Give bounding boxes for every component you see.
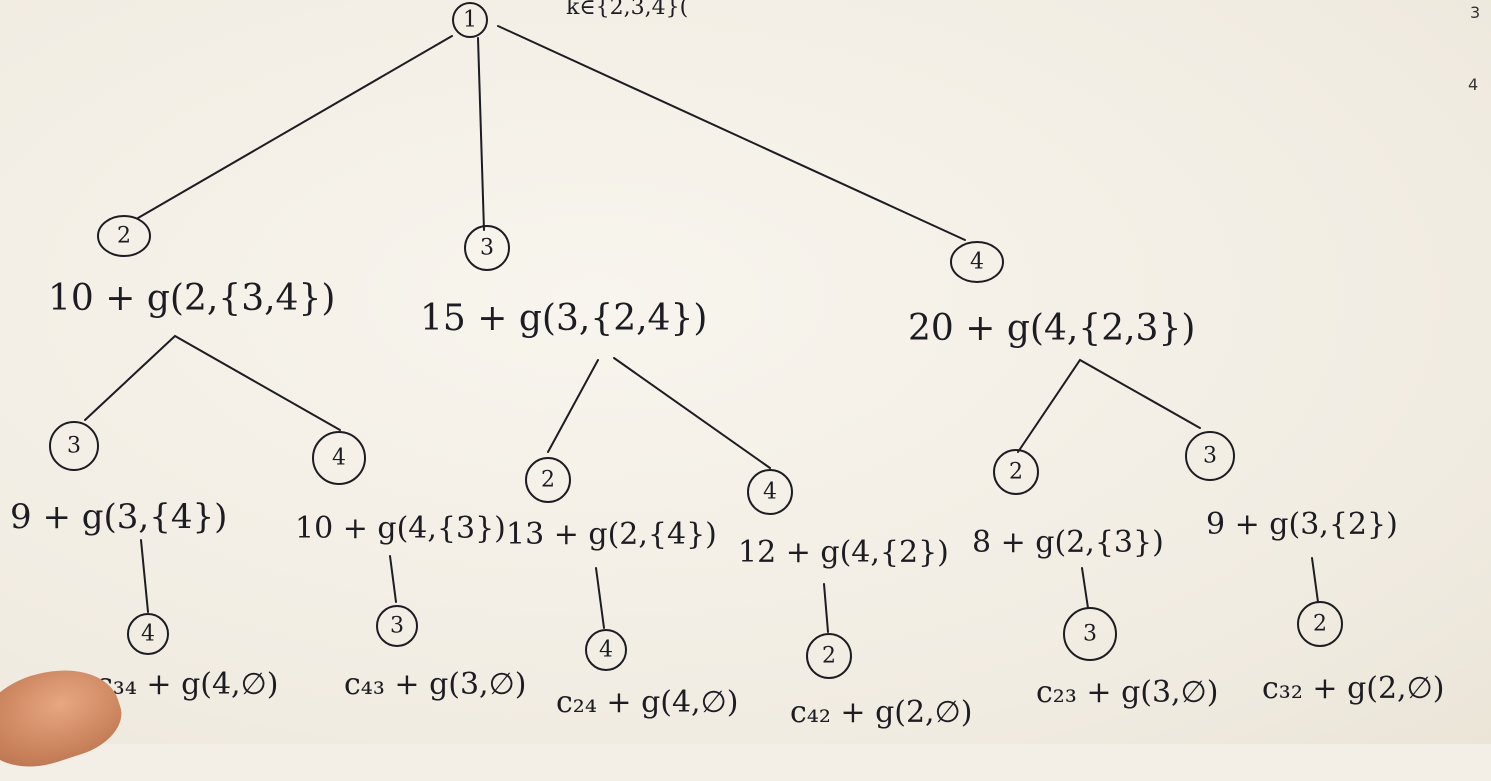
level1-node-4: 4 — [950, 241, 1004, 283]
level1-expr-2: 10 + g(2,{3,4}) — [48, 278, 335, 319]
edge-l2-5 — [1311, 557, 1319, 603]
level3-node-4: 3 — [1063, 607, 1117, 661]
edge-l2-4 — [1081, 567, 1089, 609]
edge-2-to-children — [84, 334, 341, 431]
level3-node-1: 3 — [376, 605, 418, 647]
svg-text:4: 4 — [332, 446, 346, 471]
svg-text:4: 4 — [763, 480, 777, 505]
level3-expr-4: c₂₃ + g(3,∅) — [1036, 675, 1218, 710]
edge-l2-2 — [595, 567, 605, 629]
root-note: k∈{2,3,4}( — [566, 0, 688, 20]
level2-expr-4: 8 + g(2,{3}) — [972, 525, 1164, 560]
level1-node-3: 3 — [464, 225, 510, 271]
svg-text:3: 3 — [390, 614, 404, 639]
level3-expr-5: c₃₂ + g(2,∅) — [1262, 671, 1444, 706]
level2-expr-2: 13 + g(2,{4}) — [506, 517, 717, 552]
svg-text:3: 3 — [1083, 622, 1097, 647]
svg-text:2: 2 — [822, 644, 836, 669]
edge-3-to-4 — [613, 357, 771, 469]
level2-expr-1: 10 + g(4,{3}) — [295, 511, 506, 546]
svg-text:4: 4 — [141, 622, 155, 647]
level2-node-3: 4 — [747, 469, 793, 515]
svg-text:2: 2 — [1009, 460, 1023, 485]
level1-expr-4: 20 + g(4,{2,3}) — [908, 308, 1195, 349]
level2-node-0: 3 — [49, 421, 99, 471]
level2-expr-3: 12 + g(4,{2}) — [738, 535, 949, 570]
level2-expr-5: 9 + g(3,{2}) — [1206, 507, 1398, 542]
svg-text:2: 2 — [1313, 612, 1327, 637]
level3-expr-2: c₂₄ + g(4,∅) — [556, 685, 738, 720]
tree-diagram: 1 k∈{2,3,4}( 3 4 2 3 4 10 + g(2,{3,4}) 1… — [10, 0, 1480, 730]
level2-node-4: 2 — [993, 449, 1039, 495]
edge-4-to-children — [1017, 358, 1201, 453]
level1-node-2: 2 — [97, 215, 151, 257]
edge-root-to-3 — [477, 37, 485, 231]
level2-node-1: 4 — [312, 431, 366, 485]
svg-text:3: 3 — [1203, 444, 1217, 469]
level3-expr-3: c₄₂ + g(2,∅) — [790, 695, 972, 730]
level2-node-5: 3 — [1185, 431, 1235, 481]
svg-text:3: 3 — [67, 434, 81, 459]
level3-node-5: 2 — [1297, 601, 1343, 647]
edge-l2-1 — [389, 555, 397, 603]
level3-node-2: 4 — [585, 629, 627, 671]
level2-node-2: 2 — [525, 457, 571, 503]
level1-expr-3: 15 + g(3,{2,4}) — [420, 298, 707, 339]
edge-l2-3 — [823, 583, 829, 633]
svg-text:2: 2 — [541, 468, 555, 493]
level3-expr-1: c₄₃ + g(3,∅) — [344, 667, 526, 702]
level3-node-3: 2 — [806, 633, 852, 679]
root-node: 1 — [452, 2, 488, 38]
level3-node-0: 4 — [127, 613, 169, 655]
edge-root-to-4 — [497, 25, 966, 241]
level3-expr-0: c₃₄ + g(4,∅) — [96, 667, 278, 702]
svg-text:4: 4 — [599, 638, 613, 663]
svg-text:1: 1 — [463, 8, 477, 33]
svg-text:3: 3 — [480, 236, 494, 261]
edge-3-to-2 — [547, 359, 599, 453]
svg-text:2: 2 — [117, 224, 131, 249]
level2-expr-0: 9 + g(3,{4}) — [10, 497, 227, 537]
edge-l2-0 — [140, 539, 149, 613]
edge-root-to-2 — [137, 35, 453, 219]
margin-label-3: 3 — [1470, 3, 1480, 22]
svg-text:4: 4 — [970, 250, 984, 275]
margin-label-4: 4 — [1468, 75, 1478, 94]
